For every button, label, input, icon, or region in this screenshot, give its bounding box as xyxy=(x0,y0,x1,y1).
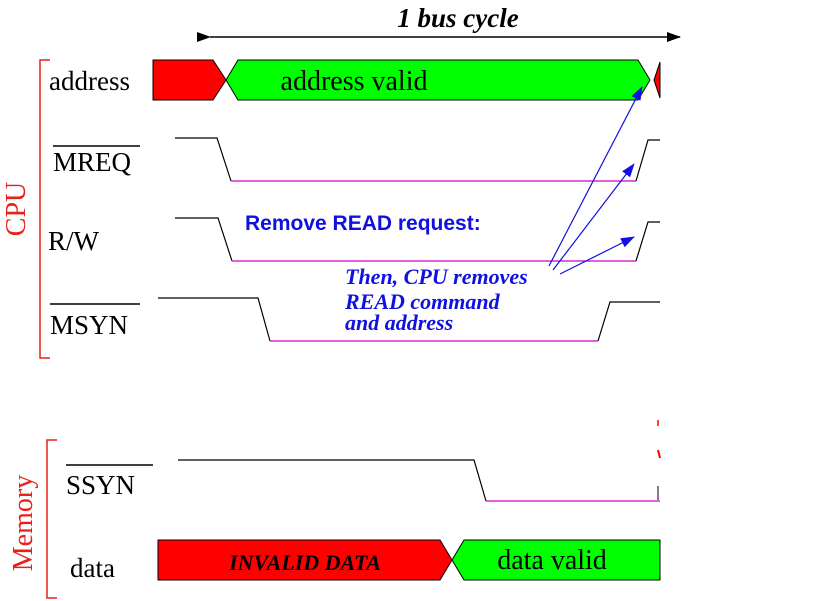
signal-label-rw: R/W xyxy=(48,226,100,256)
address-waveform: address valid xyxy=(152,59,661,101)
arrow-to-rw xyxy=(559,236,635,275)
signal-label-ssyn: SSYN xyxy=(66,470,135,500)
ssyn-marker-mid xyxy=(657,449,661,459)
address-valid-label: address valid xyxy=(281,66,428,97)
read-command-annotation: READ command xyxy=(344,289,501,314)
arrow-to-mreq xyxy=(552,163,635,271)
arrow-to-address xyxy=(548,86,643,267)
signal-label-msyn: MSYN xyxy=(50,310,128,340)
cpu-bracket xyxy=(39,59,50,359)
bus-cycle-label: 1 bus cycle xyxy=(397,3,518,33)
msyn-waveform xyxy=(158,297,660,342)
memory-label: Memory xyxy=(8,475,39,571)
and-address-annotation: and address xyxy=(345,310,453,335)
data-valid-band xyxy=(451,539,661,581)
signal-label-address: address xyxy=(49,66,130,96)
invalid-data-band xyxy=(157,539,453,581)
mreq-waveform xyxy=(175,137,660,182)
cpu-group: CPU xyxy=(1,59,50,359)
address-next-invalid-band xyxy=(653,61,661,99)
address-invalid-band xyxy=(152,59,227,101)
cpu-label: CPU xyxy=(1,182,32,236)
bus-cycle-dimension: 1 bus cycle xyxy=(197,3,681,42)
remove-read-annotation: Remove READ request: xyxy=(245,212,481,235)
data-valid-label: data valid xyxy=(497,545,607,576)
data-waveform: INVALID DATA data valid xyxy=(157,539,661,581)
annotation-arrows xyxy=(548,86,643,275)
signal-label-data: data xyxy=(70,553,115,583)
then-cpu-removes-annotation: Then, CPU removes xyxy=(345,264,528,289)
memory-group: Memory xyxy=(8,439,57,599)
memory-bracket xyxy=(46,439,57,599)
invalid-data-label: INVALID DATA xyxy=(228,550,381,575)
ssyn-waveform xyxy=(178,420,661,502)
rw-waveform xyxy=(175,217,660,262)
signal-label-mreq: MREQ xyxy=(53,147,132,177)
